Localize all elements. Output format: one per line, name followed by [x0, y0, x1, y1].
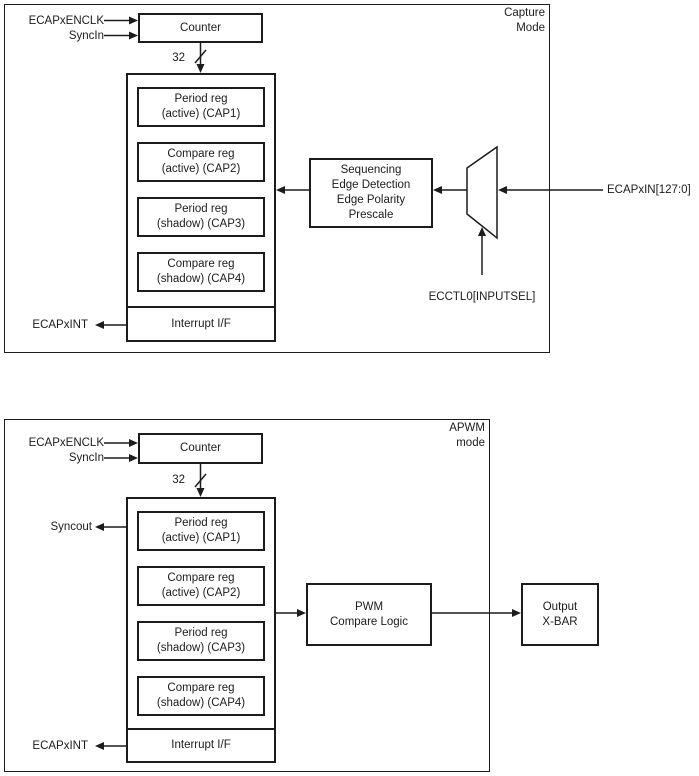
- apwm-pwm-to-xbar-arrowhead: [512, 609, 521, 617]
- apwm-syncout-label: Syncout: [50, 521, 92, 533]
- capture-cap2-label: Compare reg (active) (CAP2): [161, 148, 241, 175]
- apwm-counter-box: Counter: [138, 433, 263, 464]
- capture-period-reg-shadow-box: Period reg (shadow) (CAP3): [137, 197, 265, 237]
- apwm-syncin-label: SyncIn: [68, 452, 104, 464]
- apwm-interrupt-if-box: Interrupt I/F: [126, 728, 276, 763]
- capture-sequencing-box: Sequencing Edge Detection Edge Polarity …: [309, 158, 433, 228]
- apwm-period-reg-active-box: Period reg (active) (CAP1): [137, 511, 265, 551]
- capture-cap4-label: Compare reg (shadow) (CAP4): [156, 258, 246, 285]
- apwm-interrupt-if-label: Interrupt I/F: [171, 739, 231, 751]
- capture-ecapxint-label: ECAPxINT: [32, 319, 88, 331]
- capture-mux-select-label: ECCTL0[INPUTSEL]: [428, 291, 536, 303]
- apwm-period-reg-shadow-box: Period reg (shadow) (CAP3): [137, 621, 265, 661]
- capture-bus-width-label: 32: [172, 52, 185, 64]
- apwm-bus-width-label: 32: [172, 474, 185, 486]
- capture-period-reg-active-box: Period reg (active) (CAP1): [137, 87, 265, 127]
- capture-compare-reg-active-box: Compare reg (active) (CAP2): [137, 142, 265, 182]
- apwm-cap1-label: Period reg (active) (CAP1): [161, 517, 241, 544]
- capture-mode-outer-box: [4, 4, 550, 353]
- apwm-cap3-label: Period reg (shadow) (CAP3): [156, 627, 246, 654]
- capture-sequencing-label: Sequencing Edge Detection Edge Polarity …: [331, 164, 411, 221]
- capture-ecapxenclk-label: ECAPxENCLK: [28, 15, 104, 27]
- capture-counter-box: Counter: [138, 13, 263, 43]
- capture-syncin-label: SyncIn: [68, 30, 104, 42]
- capture-cap1-label: Period reg (active) (CAP1): [161, 93, 241, 120]
- apwm-pwm-compare-logic-label: PWM Compare Logic: [330, 600, 408, 628]
- capture-mode-label: Capture Mode: [504, 7, 545, 34]
- apwm-pwm-compare-logic-box: PWM Compare Logic: [306, 583, 432, 646]
- apwm-mode-label: APWM mode: [449, 422, 485, 449]
- apwm-compare-reg-active-box: Compare reg (active) (CAP2): [137, 566, 265, 606]
- apwm-cap4-label: Compare reg (shadow) (CAP4): [156, 682, 246, 709]
- capture-cap3-label: Period reg (shadow) (CAP3): [156, 203, 246, 230]
- apwm-output-xbar-box: Output X-BAR: [521, 583, 599, 646]
- apwm-compare-reg-shadow-box: Compare reg (shadow) (CAP4): [137, 676, 265, 716]
- capture-counter-label: Counter: [180, 21, 221, 34]
- capture-ecapxin-label: ECAPxIN[127:0]: [607, 184, 691, 196]
- capture-compare-reg-shadow-box: Compare reg (shadow) (CAP4): [137, 252, 265, 292]
- apwm-ecapxenclk-label: ECAPxENCLK: [28, 437, 104, 449]
- capture-interrupt-if-box: Interrupt I/F: [126, 306, 276, 342]
- apwm-counter-label: Counter: [180, 442, 221, 454]
- capture-interrupt-if-label: Interrupt I/F: [171, 317, 231, 330]
- apwm-cap2-label: Compare reg (active) (CAP2): [161, 572, 241, 599]
- apwm-ecapxint-label: ECAPxINT: [32, 740, 88, 752]
- apwm-output-xbar-label: Output X-BAR: [542, 600, 578, 628]
